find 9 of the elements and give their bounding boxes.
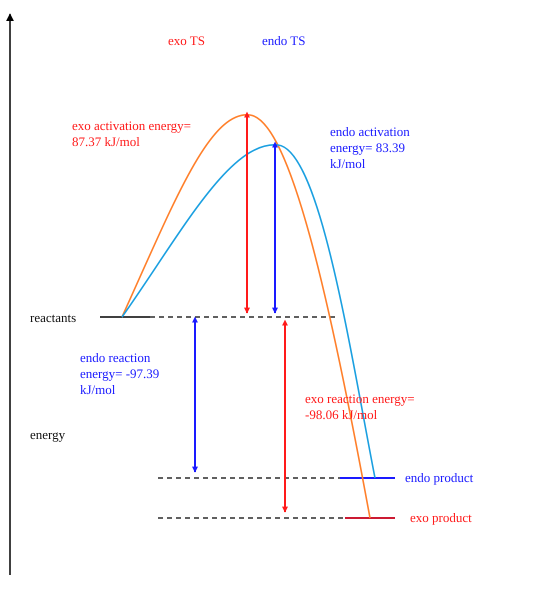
- ts-label: exo TS: [168, 33, 206, 49]
- level-label: exo product: [410, 510, 473, 526]
- activation-energy-note: endo activation energy= 83.39 kJ/mol: [330, 124, 411, 172]
- activation-energy-note: exo activation energy= 87.37 kJ/mol: [72, 118, 192, 150]
- axis-label: energy: [30, 427, 66, 443]
- ts-label: endo TS: [262, 33, 306, 49]
- reaction-energy-note: endo reaction energy= -97.39 kJ/mol: [80, 350, 160, 398]
- level-label: endo product: [405, 470, 474, 486]
- level-label: reactants: [30, 310, 78, 326]
